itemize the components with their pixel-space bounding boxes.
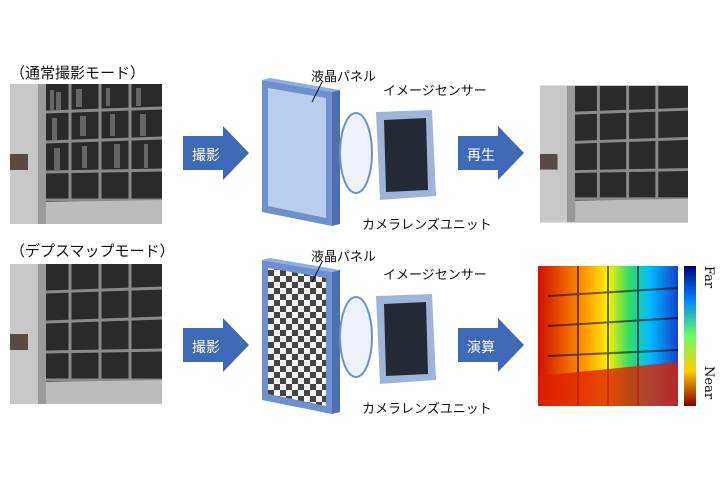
panel-label-normal: 液晶パネル bbox=[311, 70, 377, 85]
depth-scale-bar bbox=[684, 266, 696, 406]
sensor-label-depth: イメージセンサー bbox=[383, 268, 487, 283]
output-label-normal: 再生 bbox=[467, 148, 495, 164]
arrow-right-icon bbox=[458, 318, 524, 372]
arrow-right-icon bbox=[183, 126, 249, 180]
output-arrow-depth bbox=[458, 318, 524, 376]
depth-far-label: Far bbox=[701, 266, 716, 289]
capture-arrow-depth bbox=[183, 318, 249, 376]
panel-leader-normal bbox=[311, 81, 323, 103]
sensor-label-normal: イメージセンサー bbox=[383, 84, 487, 99]
capture-label-normal: 撮影 bbox=[192, 148, 220, 164]
output-photo-normal bbox=[540, 84, 688, 224]
lens-icon bbox=[339, 112, 373, 194]
lens-icon bbox=[339, 296, 373, 378]
input-photo-normal bbox=[10, 84, 162, 224]
depth-map-image bbox=[538, 266, 678, 406]
lens-label-normal: カメラレンズユニット bbox=[362, 218, 492, 233]
capture-label-depth: 撮影 bbox=[192, 340, 220, 356]
depth-map-render bbox=[538, 266, 678, 406]
lcd-panel-icon bbox=[262, 258, 340, 414]
lens-label-depth: カメラレンズユニット bbox=[362, 402, 492, 417]
arrow-right-icon bbox=[183, 318, 249, 372]
capture-arrow-normal bbox=[183, 126, 249, 184]
arrow-right-icon bbox=[458, 126, 524, 180]
image-sensor-icon bbox=[376, 294, 436, 384]
panel-label-depth: 液晶パネル bbox=[311, 250, 377, 265]
bookshelf-photo bbox=[540, 85, 688, 223]
bookshelf-photo bbox=[10, 264, 162, 404]
depth-near-label: Near bbox=[701, 366, 716, 400]
lcd-panel-icon bbox=[262, 78, 340, 226]
input-photo-depth bbox=[10, 264, 162, 404]
mode-label-depth: （デプスマップモード） bbox=[10, 242, 175, 260]
output-label-depth: 演算 bbox=[467, 340, 495, 356]
mode-label-normal: （通常撮影モード） bbox=[10, 64, 146, 82]
panel-leader-depth bbox=[311, 261, 323, 283]
image-sensor-icon bbox=[376, 110, 436, 200]
bookshelf-photo bbox=[10, 84, 162, 224]
output-arrow-normal bbox=[458, 126, 524, 184]
